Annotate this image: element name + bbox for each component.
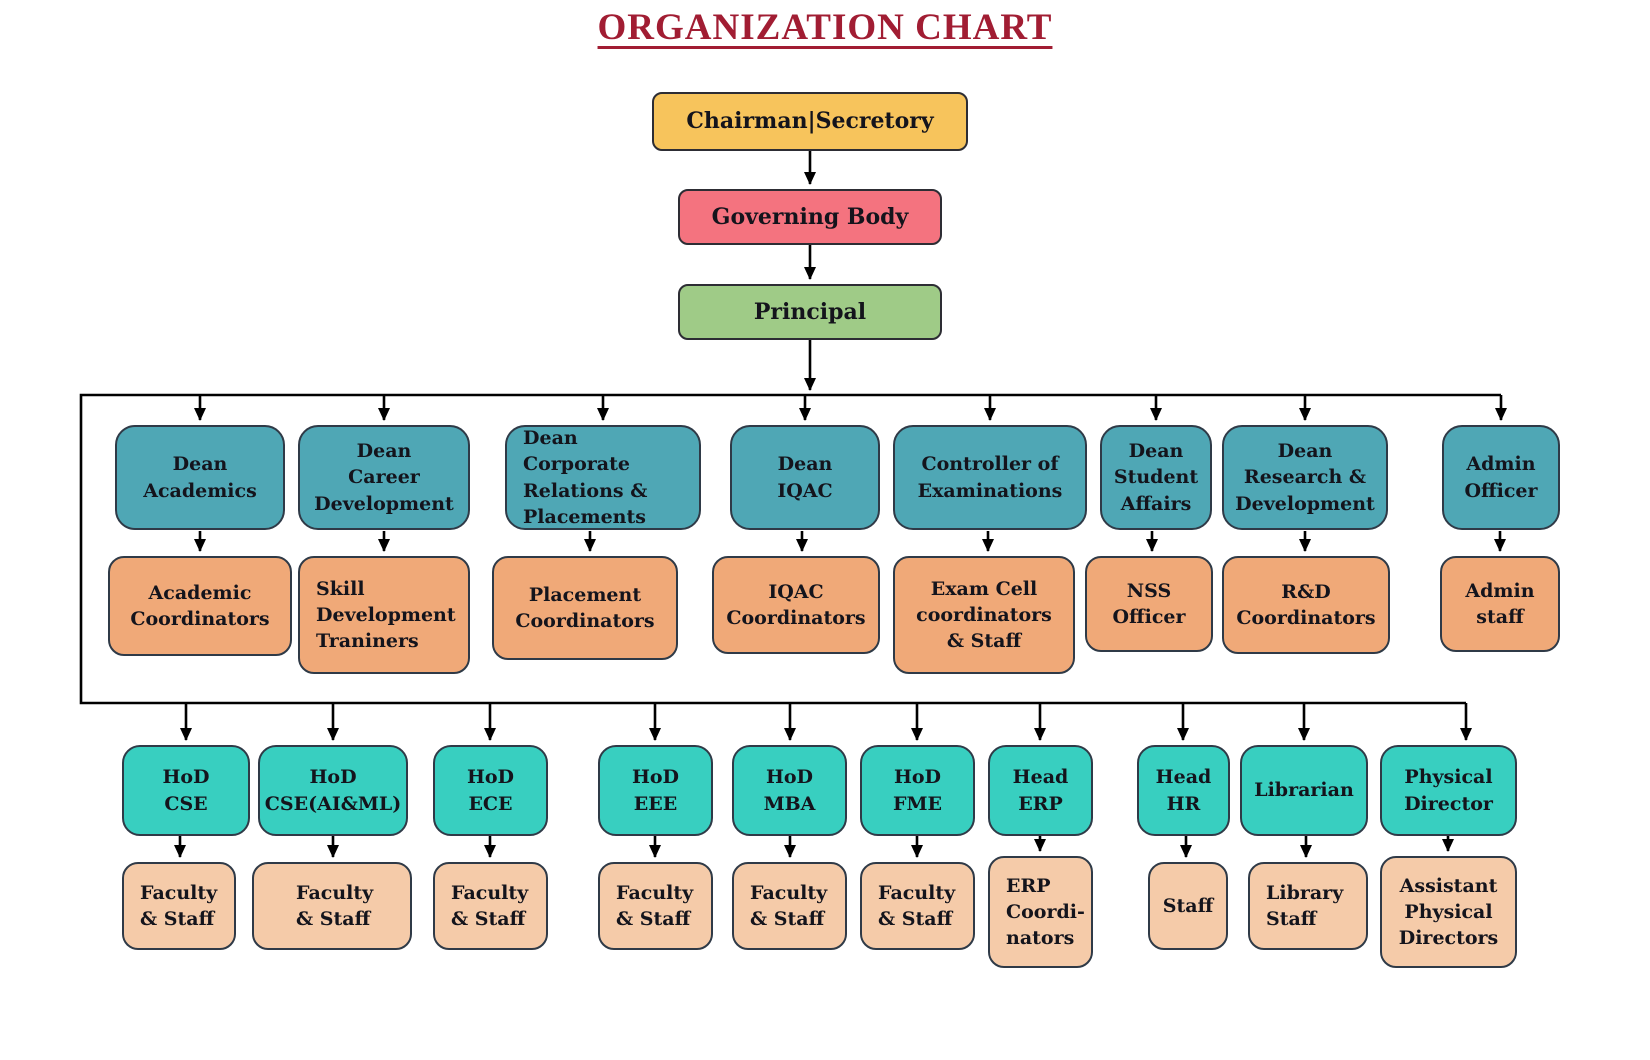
node-faculty-staff-ece: Faculty & Staff: [433, 862, 548, 950]
connector-executive-arrows: [194, 395, 1311, 421]
node-faculty-staff-cse-aiml: Faculty & Staff: [252, 862, 412, 950]
node-nss-officer: NSS Officer: [1085, 556, 1213, 652]
node-dean-research-development: Dean Research & Development: [1222, 425, 1388, 530]
node-exam-cell-coordinators-staff: Exam Cell coordinators & Staff: [893, 556, 1075, 674]
node-erp-coordinators: ERP Coordi- nators: [988, 856, 1093, 968]
node-head-hr: Head HR: [1137, 745, 1230, 836]
node-hod-eee: HoD EEE: [598, 745, 713, 836]
node-faculty-staff-cse: Faculty & Staff: [122, 862, 236, 950]
node-chairman-secretory: Chairman|Secretory: [652, 92, 968, 151]
connector-frame: [79, 393, 1507, 741]
node-governing-body: Governing Body: [678, 189, 942, 245]
node-faculty-staff-eee: Faculty & Staff: [598, 862, 713, 950]
connector-coordinator-arrows: [194, 531, 1506, 552]
node-dean-corporate-relations-placements: Dean Corporate Relations & Placements: [505, 425, 701, 530]
node-admin-officer: Admin Officer: [1442, 425, 1560, 530]
node-dean-academics: Dean Academics: [115, 425, 285, 530]
node-iqac-coordinators: IQAC Coordinators: [712, 556, 880, 654]
node-hod-ece: HoD ECE: [433, 745, 548, 836]
node-principal: Principal: [678, 284, 942, 340]
node-library-staff: Library Staff: [1248, 862, 1368, 950]
node-skill-development-traniners: Skill Development Traniners: [298, 556, 470, 674]
node-dean-student-affairs: Dean Student Affairs: [1100, 425, 1212, 530]
node-assistant-physical-directors: Assistant Physical Directors: [1380, 856, 1517, 968]
page-title: ORGANIZATION CHART: [597, 7, 1053, 48]
node-hod-cse-aiml: HoD CSE(AI&ML): [258, 745, 408, 836]
node-staff-hr: Staff: [1148, 862, 1228, 950]
node-head-erp: Head ERP: [988, 745, 1093, 836]
connector-staff-arrows: [174, 836, 1454, 858]
node-academic-coordinators: Academic Coordinators: [108, 556, 292, 656]
node-dean-career-development: Dean Career Development: [298, 425, 470, 530]
node-librarian: Librarian: [1240, 745, 1368, 836]
node-hod-fme: HoD FME: [860, 745, 975, 836]
node-faculty-staff-fme: Faculty & Staff: [860, 862, 975, 950]
node-hod-cse: HoD CSE: [122, 745, 250, 836]
connector-department-arrows: [180, 703, 1310, 741]
node-admin-staff: Admin staff: [1440, 556, 1560, 652]
node-physical-director: Physical Director: [1380, 745, 1517, 836]
node-dean-iqac: Dean IQAC: [730, 425, 880, 530]
node-hod-mba: HoD MBA: [732, 745, 847, 836]
node-controller-of-examinations: Controller of Examinations: [893, 425, 1087, 530]
node-placement-coordinators: Placement Coordinators: [492, 556, 678, 660]
node-rd-coordinators: R&D Coordinators: [1222, 556, 1390, 654]
node-faculty-staff-mba: Faculty & Staff: [732, 862, 847, 950]
